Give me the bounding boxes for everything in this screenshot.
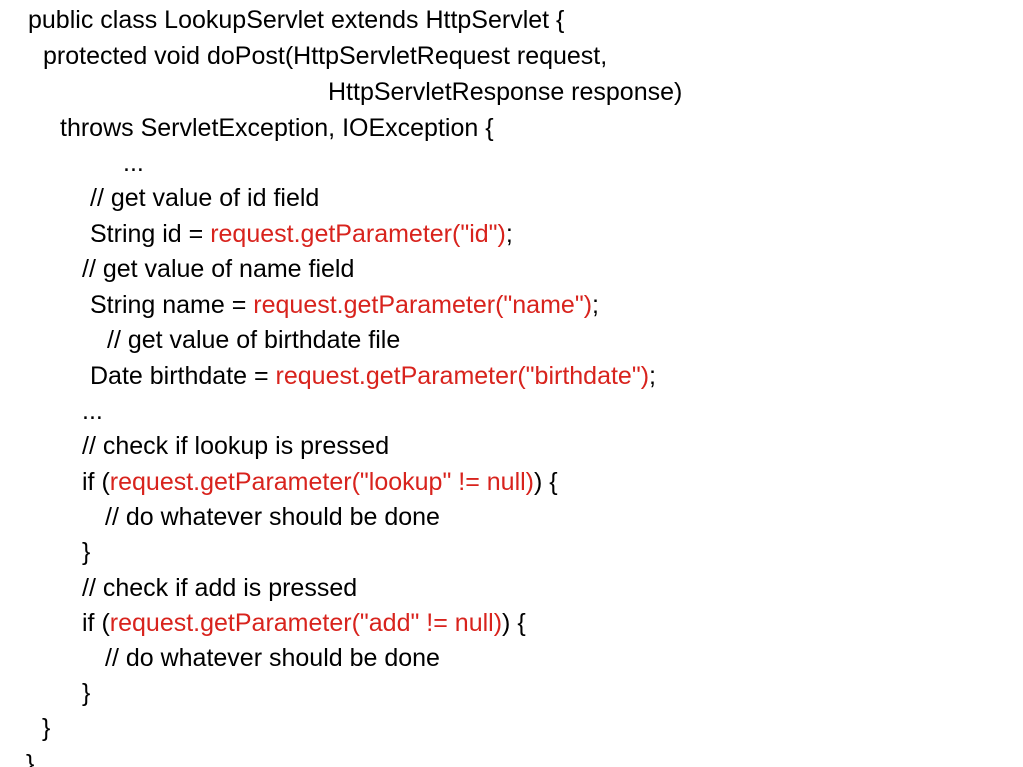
code-highlight: request.getParameter("add" != null) [109,609,503,637]
code-highlight: request.getParameter("lookup" != null) [109,468,534,496]
code-text: // check if add is pressed [82,574,358,602]
code-line: String name = request.getParameter("name… [90,289,599,321]
code-line: // do whatever should be done [105,501,440,533]
code-line: Date birthdate = request.getParameter("b… [90,360,656,392]
code-text: } [82,679,91,707]
code-line: // check if lookup is pressed [82,430,389,462]
code-text: ; [505,220,513,248]
code-line: ... [82,395,103,427]
code-highlight: request.getParameter("id") [210,220,506,248]
code-line: protected void doPost(HttpServletRequest… [43,40,607,72]
code-text: ) { [534,468,558,496]
code-text: Date birthdate = [90,362,276,390]
code-text: ; [649,362,656,390]
code-line: throws ServletException, IOException { [60,112,494,144]
code-text: } [42,714,51,742]
code-text: protected void doPost(HttpServletRequest… [43,42,608,70]
code-text: ... [82,397,103,425]
code-line: String id = request.getParameter("id"); [90,218,513,250]
code-line: // do whatever should be done [105,642,440,674]
code-text: // do whatever should be done [105,503,440,531]
code-line: // get value of birthdate file [107,324,400,356]
code-highlight: request.getParameter("birthdate") [275,362,650,390]
code-text: if ( [82,468,110,496]
code-highlight: request.getParameter("name") [253,291,593,319]
code-text: } [26,750,35,767]
code-line: if (request.getParameter("add" != null))… [82,607,526,639]
code-text: if ( [82,609,110,637]
code-line: public class LookupServlet extends HttpS… [28,4,564,36]
code-text: // get value of name field [82,255,355,283]
code-line: } [82,536,90,568]
code-line: HttpServletResponse response) [328,76,682,108]
code-text: ) { [502,609,526,637]
code-line: ... [123,147,144,179]
code-line: // get value of name field [82,253,354,285]
code-text: ; [592,291,599,319]
code-line: // check if add is pressed [82,572,357,604]
code-line: } [82,677,90,709]
code-text: } [82,538,91,566]
code-line: } [42,712,50,744]
code-text: public class LookupServlet extends HttpS… [28,6,565,34]
code-line: } [26,748,34,767]
code-text: // get value of birthdate file [107,326,401,354]
code-text: throws ServletException, IOException { [60,114,494,142]
code-text: // do whatever should be done [105,644,440,672]
code-text: String name = [90,291,254,319]
code-text: ... [123,149,144,177]
code-text: HttpServletResponse response) [328,78,683,106]
code-text: // get value of id field [90,184,320,212]
code-text: String id = [90,220,211,248]
code-text: // check if lookup is pressed [82,432,390,460]
code-line: if (request.getParameter("lookup" != nul… [82,466,558,498]
code-line: // get value of id field [90,182,319,214]
